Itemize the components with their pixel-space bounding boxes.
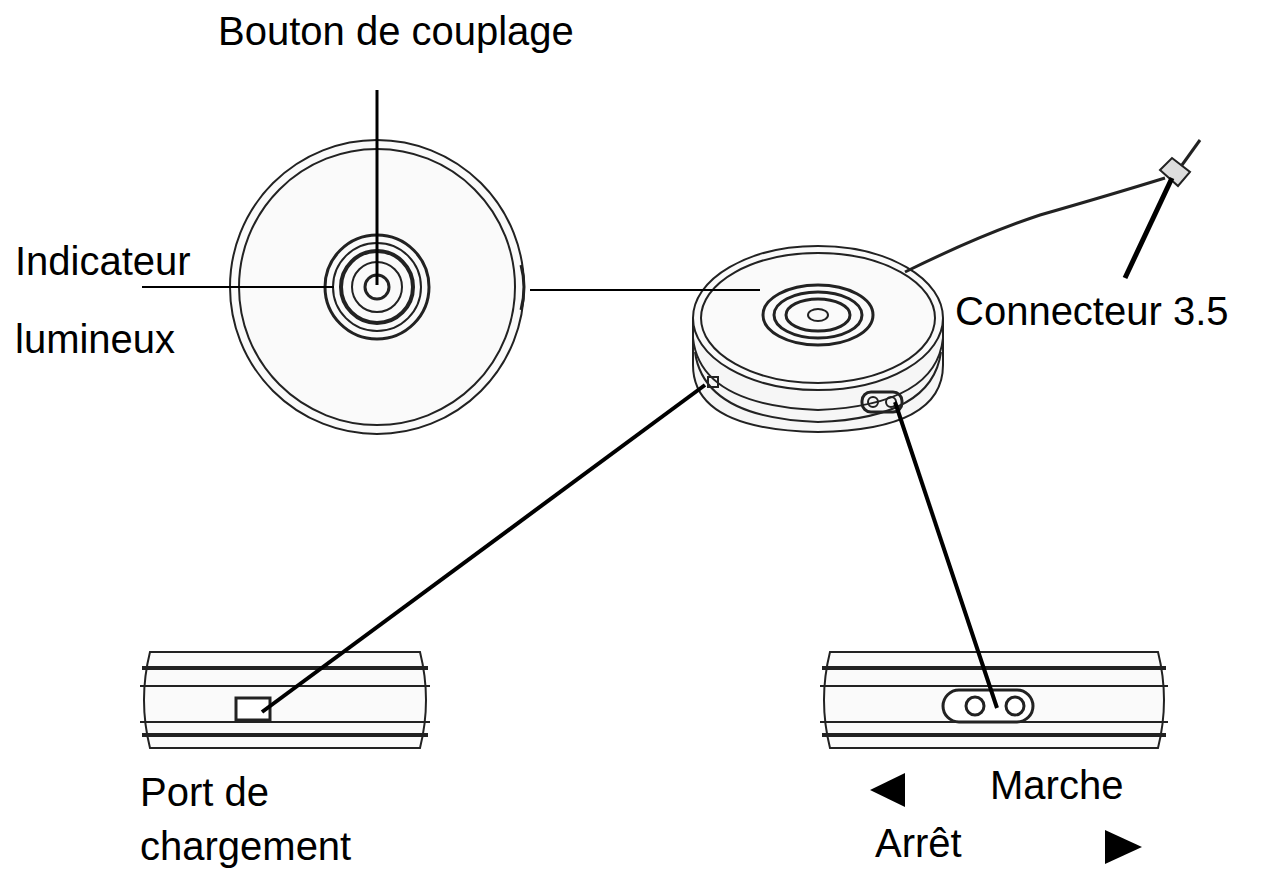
switch-label: Marche — [990, 762, 1190, 808]
part-label: Connecteur 3.5 — [955, 288, 1255, 334]
part-label: Indicateur lumineux — [15, 222, 225, 378]
switch-label: Arrêt — [875, 820, 1075, 866]
part-label: Port de chargement — [140, 765, 400, 873]
part-label: Bouton de couplage — [218, 8, 718, 54]
